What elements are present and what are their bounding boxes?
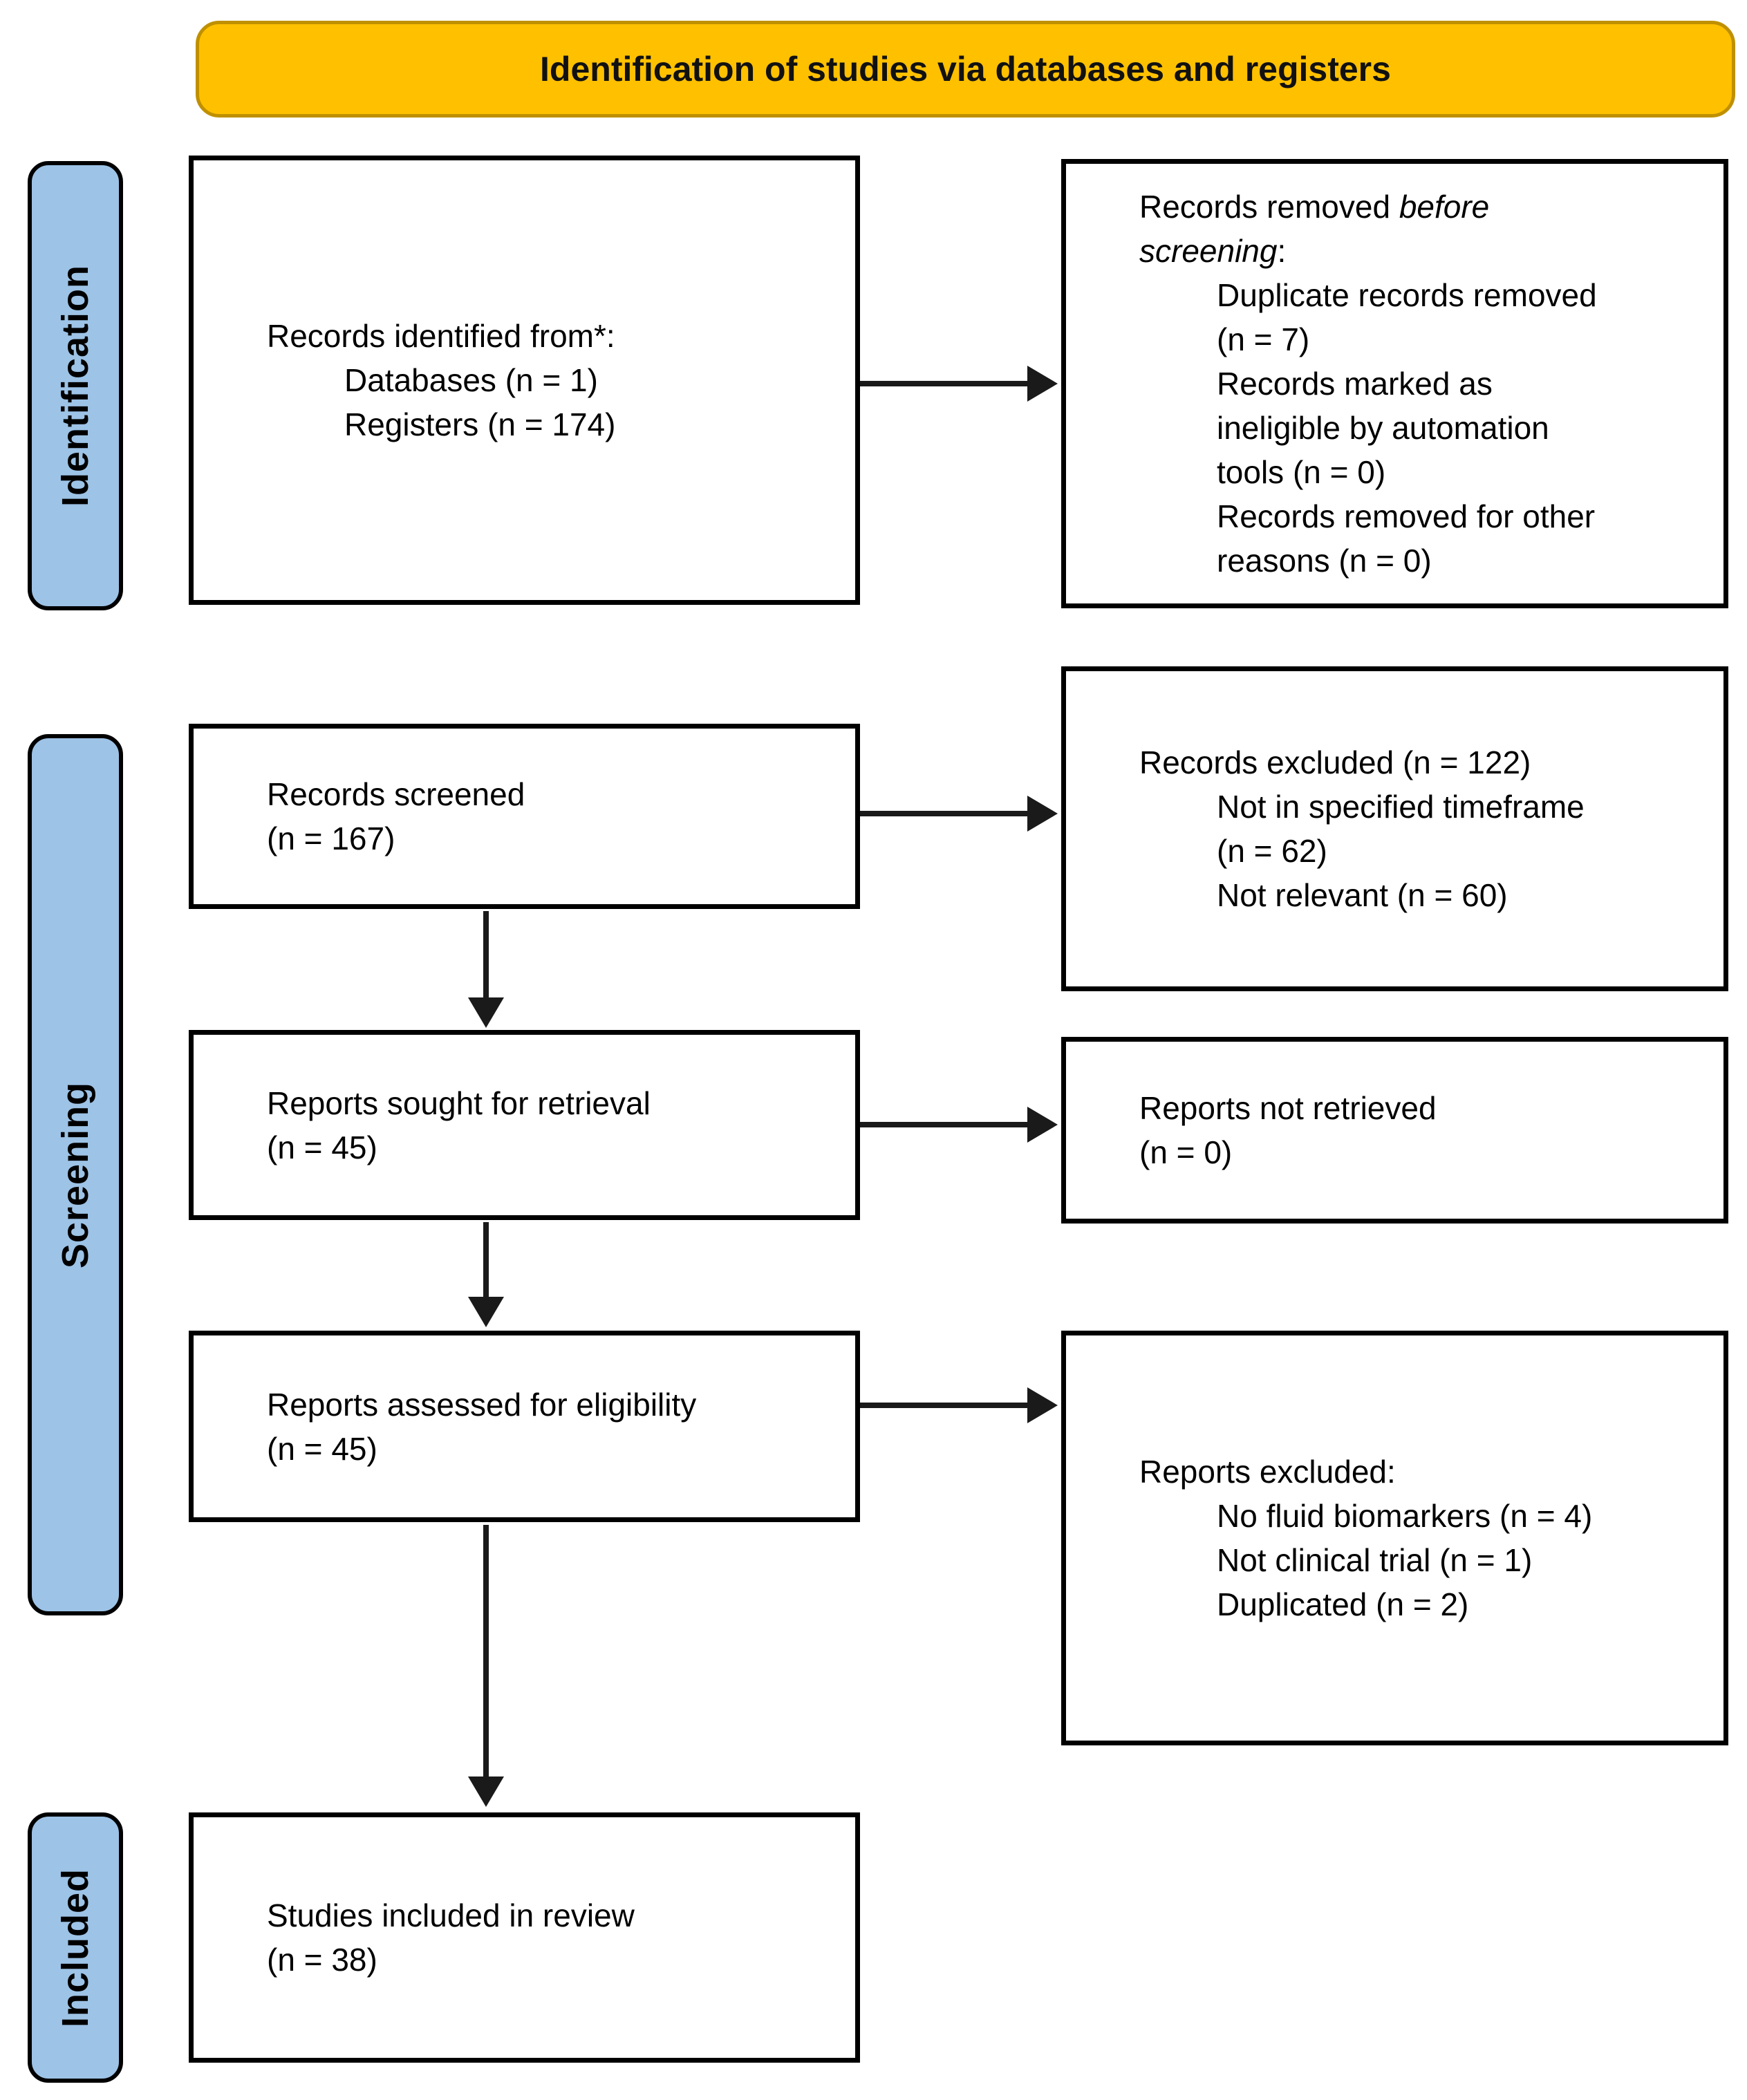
box-records-identified: Records identified from*: Databases (n = … <box>189 156 860 605</box>
banner-title-text: Identification of studies via databases … <box>540 50 1391 88</box>
stage-label-identification: Identification <box>28 161 123 610</box>
arrow-screened-to-sought <box>483 911 489 999</box>
box-records-excluded: Records excluded (n = 122) Not in specifi… <box>1061 666 1728 991</box>
box-text-line: Databases (n = 1) <box>344 362 598 398</box>
arrow-assessed-to-included <box>483 1525 489 1778</box>
box-reports-not-retrieved: Reports not retrieved (n = 0) <box>1061 1037 1728 1224</box>
stage-label-screening: Screening <box>28 734 123 1615</box>
box-reports-assessed: Reports assessed for eligibility (n = 45) <box>189 1331 860 1522</box>
box-text-line: Reports not retrieved <box>1139 1090 1437 1126</box>
box-text-line: Records identified from*: <box>267 318 615 354</box>
box-reports-sought: Reports sought for retrieval (n = 45) <box>189 1030 860 1220</box>
arrow-identified-to-removed <box>860 381 1029 386</box>
box-text-line: (n = 167) <box>267 821 395 856</box>
box-text-line: Studies included in review <box>267 1897 635 1933</box>
box-text-line: Records removed before screening: <box>1139 189 1490 269</box>
arrow-screened-to-excluded <box>860 811 1029 816</box>
stage-label-identification-text: Identification <box>55 265 96 507</box>
italic-text: before screening <box>1139 189 1490 269</box>
box-text-line: Reports excluded: <box>1139 1454 1396 1490</box>
arrow-sought-to-assessed <box>483 1222 489 1298</box>
box-text-line: Registers (n = 174) <box>344 406 616 442</box>
box-text-line: Reports sought for retrieval <box>267 1085 651 1121</box>
box-text-line: Duplicate records removed (n = 7) <box>1217 277 1597 357</box>
box-text-line: Reports assessed for eligibility <box>267 1386 697 1423</box>
box-text-line: Records removed for other reasons (n = 0… <box>1217 498 1596 579</box>
box-text-line: (n = 45) <box>267 1430 377 1467</box>
box-text-line: Duplicated (n = 2) <box>1217 1586 1469 1622</box>
arrow-assessed-to-reports-excluded <box>860 1403 1029 1408</box>
box-text-line: Not in specified timeframe (n = 62) <box>1217 789 1585 869</box>
box-text-line: Not relevant (n = 60) <box>1217 877 1508 913</box>
box-text-line: Records screened <box>267 776 525 812</box>
box-text-line: (n = 45) <box>267 1129 377 1165</box>
arrow-sought-to-not-retrieved <box>860 1122 1029 1127</box>
box-studies-included: Studies included in review (n = 38) <box>189 1812 860 2063</box>
box-text-line: (n = 0) <box>1139 1134 1233 1170</box>
box-records-screened: Records screened (n = 167) <box>189 724 860 909</box>
box-reports-excluded: Reports excluded: No fluid biomarkers (n … <box>1061 1331 1728 1745</box>
box-text-line: No fluid biomarkers (n = 4) <box>1217 1498 1593 1534</box>
stage-label-screening-text: Screening <box>55 1081 96 1268</box>
box-text-line: Records excluded (n = 122) <box>1139 744 1531 780</box>
banner-title: Identification of studies via databases … <box>196 21 1735 118</box>
stage-label-included-text: Included <box>55 1868 97 2027</box>
stage-label-included: Included <box>28 1812 123 2083</box>
box-text-line: Not clinical trial (n = 1) <box>1217 1542 1533 1578</box>
box-records-removed-before-screening: Records removed before screening:Duplica… <box>1061 159 1728 608</box>
box-text-line: (n = 38) <box>267 1942 377 1978</box>
box-text-line: Records marked as ineligible by automati… <box>1217 366 1549 490</box>
